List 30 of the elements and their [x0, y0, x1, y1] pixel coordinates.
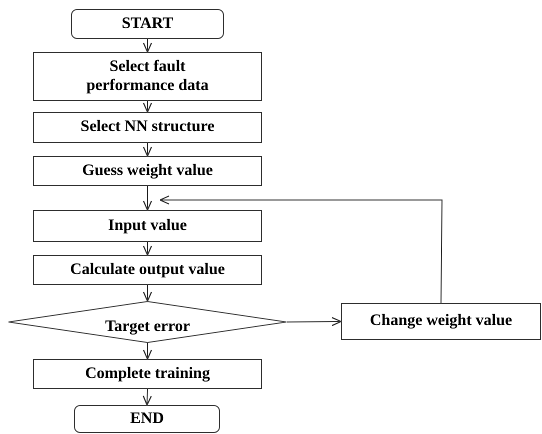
arrow [142, 388, 152, 406]
node-label: Complete training [84, 364, 211, 384]
node-label: Select NN structure [80, 118, 216, 137]
arrow [142, 242, 152, 256]
process-box [33, 210, 262, 242]
node-label: END [129, 410, 165, 428]
process-box [33, 255, 262, 285]
node-label: START [120, 14, 174, 34]
arrow [142, 186, 152, 211]
terminal-box [71, 9, 224, 39]
arrow [142, 142, 152, 157]
node-label: Target error [104, 318, 191, 336]
arrow [142, 342, 152, 360]
node-label: Guess weight value [81, 162, 214, 180]
terminal-box [74, 405, 220, 433]
arrow [142, 100, 152, 113]
arrow [142, 284, 152, 302]
node-label: Select fault performance data [85, 58, 210, 95]
process-box [341, 303, 541, 340]
process-box [33, 112, 262, 143]
process-box [33, 359, 262, 389]
arrow [142, 38, 152, 53]
process-box [33, 52, 262, 101]
decision-diamond [8, 301, 287, 343]
node-label: Calculate output value [69, 260, 226, 280]
arrow [286, 316, 342, 326]
node-label: Input value [107, 216, 188, 236]
process-box [33, 156, 262, 186]
arrow [159, 195, 442, 304]
node-label: Change weight value [368, 312, 514, 331]
